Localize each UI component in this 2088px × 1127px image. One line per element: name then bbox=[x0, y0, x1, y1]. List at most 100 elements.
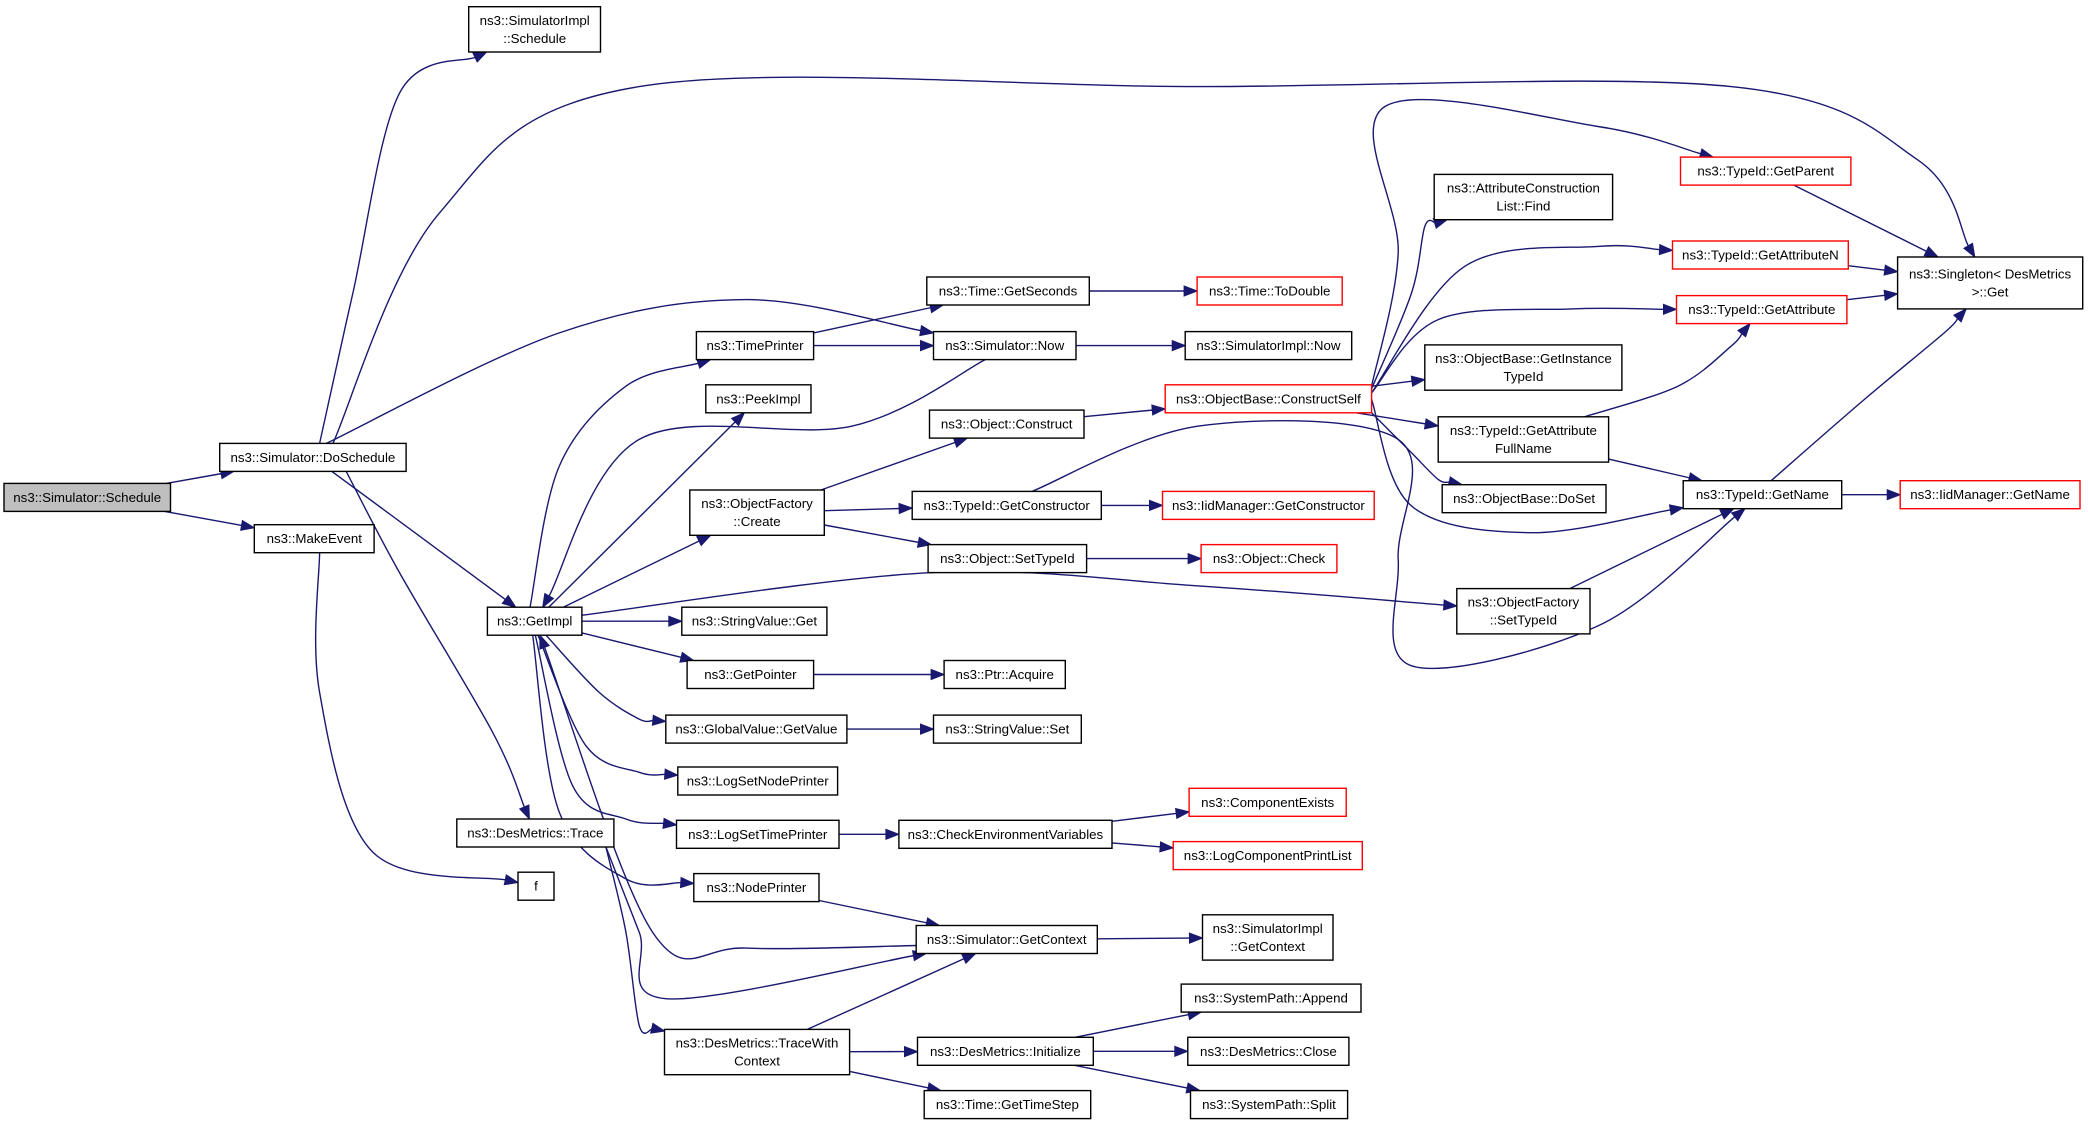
arrowhead bbox=[1410, 375, 1427, 387]
node-object-check[interactable]: ns3::Object::Check bbox=[1200, 543, 1338, 574]
node-label: ns3::DesMetrics::Trace bbox=[467, 825, 603, 840]
node-time-todouble[interactable]: ns3::Time::ToDouble bbox=[1196, 276, 1343, 306]
arrowhead bbox=[1174, 1045, 1190, 1058]
node-label: ::GetContext bbox=[1230, 939, 1305, 954]
node-box bbox=[705, 384, 812, 414]
node-systempath-append[interactable]: ns3::SystemPath::Append bbox=[1180, 983, 1362, 1013]
node-ptr-acquire[interactable]: ns3::Ptr::Acquire bbox=[943, 659, 1066, 690]
node-objectbase-doset[interactable]: ns3::ObjectBase::DoSet bbox=[1441, 484, 1607, 514]
node-time-gettimestep[interactable]: ns3::Time::GetTimeStep bbox=[923, 1089, 1092, 1120]
call-edge bbox=[824, 502, 914, 515]
node-makeevent[interactable]: ns3::MakeEvent bbox=[253, 524, 375, 554]
arrowhead bbox=[1188, 932, 1204, 944]
node-desmetrics-close[interactable]: ns3::DesMetrics::Close bbox=[1187, 1036, 1350, 1067]
node-label: ns3::SimulatorImpl bbox=[480, 13, 590, 28]
node-box bbox=[1164, 384, 1373, 414]
arrowhead bbox=[1668, 504, 1685, 516]
node-objectbase-constructself[interactable]: ns3::ObjectBase::ConstructSelf bbox=[1164, 384, 1373, 414]
node-box bbox=[1187, 1036, 1350, 1067]
node-simimpl-getcontext[interactable]: ns3::SimulatorImpl::GetContext bbox=[1201, 914, 1334, 961]
node-time-getseconds[interactable]: ns3::Time::GetSeconds bbox=[926, 276, 1090, 306]
node-label: ns3::SimulatorImpl bbox=[1213, 921, 1323, 936]
node-stringvalue-set[interactable]: ns3::StringValue::Set bbox=[932, 714, 1083, 744]
node-typeid-getattribute[interactable]: ns3::TypeId::GetAttribute bbox=[1675, 294, 1848, 325]
node-getpointer[interactable]: ns3::GetPointer bbox=[686, 659, 815, 690]
node-singleton-get[interactable]: ns3::Singleton< DesMetrics>::Get bbox=[1896, 256, 2084, 310]
node-simimpl-now[interactable]: ns3::SimulatorImpl::Now bbox=[1184, 330, 1353, 361]
node-label: ns3::Ptr::Acquire bbox=[956, 667, 1054, 682]
node-logsettimeprinter[interactable]: ns3::LogSetTimePrinter bbox=[675, 819, 840, 849]
node-logcompprintlist[interactable]: ns3::LogComponentPrintList bbox=[1172, 840, 1363, 871]
node-box bbox=[253, 524, 375, 554]
node-f[interactable]: f bbox=[517, 871, 555, 901]
node-typeid-getattributen[interactable]: ns3::TypeId::GetAttributeN bbox=[1671, 240, 1850, 270]
node-doschedule[interactable]: ns3::Simulator::DoSchedule bbox=[218, 442, 407, 473]
node-label: ns3::GetPointer bbox=[704, 667, 797, 682]
call-edge bbox=[1793, 184, 1940, 258]
call-edge bbox=[1031, 419, 1746, 670]
node-getimpl[interactable]: ns3::GetImpl bbox=[486, 606, 583, 636]
node-globalvalue-getvalue[interactable]: ns3::GlobalValue::GetValue bbox=[665, 714, 848, 744]
arrowhead bbox=[920, 339, 935, 352]
node-objfactory-create[interactable]: ns3::ObjectFactory::Create bbox=[689, 489, 825, 536]
node-stringvalue-get[interactable]: ns3::StringValue::Get bbox=[681, 606, 828, 636]
call-edge bbox=[1584, 322, 1751, 418]
node-object-settypeid[interactable]: ns3::Object::SetTypeId bbox=[927, 543, 1088, 574]
call-edge bbox=[1111, 841, 1175, 853]
arrowhead bbox=[518, 804, 530, 821]
node-systempath-split[interactable]: ns3::SystemPath::Split bbox=[1189, 1089, 1349, 1120]
call-edge-line bbox=[1371, 380, 1413, 387]
node-label: ns3::IidManager::GetConstructor bbox=[1172, 498, 1365, 513]
node-box bbox=[932, 330, 1077, 361]
node-typeid-getname[interactable]: ns3::TypeId::GetName bbox=[1682, 480, 1843, 510]
call-edge-line bbox=[1370, 219, 1436, 390]
node-desmetrics-initialize[interactable]: ns3::DesMetrics::Initialize bbox=[916, 1036, 1095, 1067]
node-label: ::Create bbox=[733, 514, 780, 529]
node-timeprinter[interactable]: ns3::TimePrinter bbox=[695, 330, 815, 361]
call-edge-line bbox=[605, 846, 915, 1000]
arrowhead bbox=[1171, 339, 1187, 352]
call-edge-line bbox=[1111, 812, 1178, 822]
node-box bbox=[695, 330, 815, 361]
node-checkenvvars[interactable]: ns3::CheckEnvironmentVariables bbox=[898, 819, 1113, 849]
call-edge-line bbox=[824, 524, 920, 544]
node-schedule[interactable]: ns3::Simulator::Schedule bbox=[3, 482, 172, 513]
node-label: ns3::TimePrinter bbox=[706, 338, 804, 353]
node-label: ns3::Object::Construct bbox=[941, 417, 1073, 432]
node-label: ns3::SystemPath::Split bbox=[1202, 1097, 1336, 1112]
node-logsetnodeprinter[interactable]: ns3::LogSetNodePrinter bbox=[677, 766, 839, 796]
node-object-construct[interactable]: ns3::Object::Construct bbox=[928, 409, 1085, 439]
node-peekimpl[interactable]: ns3::PeekImpl bbox=[705, 384, 812, 414]
node-typeid-getconstructor[interactable]: ns3::TypeId::GetConstructor bbox=[911, 490, 1103, 521]
call-edge-line bbox=[1370, 98, 1702, 387]
node-box bbox=[693, 872, 820, 903]
node-componentexists[interactable]: ns3::ComponentExists bbox=[1188, 787, 1347, 817]
call-edge-line bbox=[1371, 244, 1661, 394]
node-iidmanager-getname[interactable]: ns3::IidManager::GetName bbox=[1899, 480, 2081, 510]
node-box bbox=[218, 442, 407, 473]
node-label: ns3::TypeId::GetConstructor bbox=[924, 498, 1091, 513]
arrowhead bbox=[1737, 322, 1751, 338]
node-simimpl-schedule[interactable]: ns3::SimulatorImpl::Schedule bbox=[468, 5, 602, 53]
node-box bbox=[1188, 787, 1347, 817]
call-edge bbox=[846, 723, 935, 735]
node-nodeprinter[interactable]: ns3::NodePrinter bbox=[693, 872, 820, 903]
call-edge-line bbox=[534, 635, 665, 825]
node-desmetrics-trace[interactable]: ns3::DesMetrics::Trace bbox=[456, 818, 615, 848]
node-box bbox=[689, 489, 825, 536]
node-typeid-getparent[interactable]: ns3::TypeId::GetParent bbox=[1679, 156, 1852, 186]
call-edge bbox=[1846, 289, 1899, 301]
node-iidmanager-getconstructor[interactable]: ns3::IidManager::GetConstructor bbox=[1161, 490, 1375, 521]
nodes-layer: ns3::Simulator::Schedulens3::Simulator::… bbox=[3, 5, 2084, 1120]
node-box bbox=[677, 766, 839, 796]
call-edge bbox=[1370, 399, 1685, 534]
node-simulator-now[interactable]: ns3::Simulator::Now bbox=[932, 330, 1077, 361]
node-objfactory-settypeid[interactable]: ns3::ObjectFactory::SetTypeId bbox=[1456, 587, 1591, 635]
node-simulator-getcontext[interactable]: ns3::Simulator::GetContext bbox=[915, 924, 1099, 955]
arrowhead bbox=[663, 768, 680, 780]
call-edge-line bbox=[537, 634, 666, 776]
